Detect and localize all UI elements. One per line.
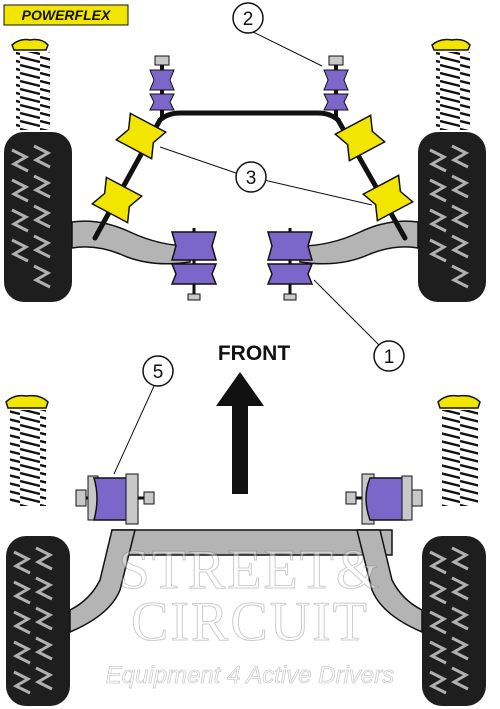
front-right-drop-link: [323, 55, 349, 120]
powerflex-logo: POWERFLEX: [3, 4, 129, 26]
anti-roll-bar-bush-lower-right: [361, 174, 415, 222]
anti-roll-bar-bush-lower-left: [90, 176, 144, 224]
svg-text:1: 1: [384, 347, 395, 368]
svg-text:5: 5: [153, 362, 164, 383]
svg-text:STREET&: STREET&: [119, 539, 382, 601]
rear-beam-axle: [69, 529, 423, 634]
front-arm-rear-bush-left: [170, 228, 218, 301]
callout-5: 5: [113, 355, 174, 475]
front-arrow-icon: [216, 372, 264, 494]
rear-beam-mount-bush-left: [75, 473, 155, 525]
anti-roll-bar-bush-upper-right: [333, 114, 387, 162]
callout-2: 2: [232, 2, 323, 67]
street-circuit-watermark: STREET& CIRCUIT Equipment 4 Active Drive…: [105, 539, 395, 690]
rear-left-spring: [5, 394, 49, 506]
rear-left-wheel: [6, 536, 70, 706]
callout-1: 1: [313, 279, 405, 372]
svg-text:3: 3: [246, 168, 257, 189]
front-right-spring: [431, 38, 471, 130]
front-left-drop-link: [149, 55, 175, 120]
callout-3: 3: [159, 146, 373, 206]
svg-text:2: 2: [243, 9, 254, 30]
front-right-wheel: [418, 132, 486, 302]
svg-text:FRONT: FRONT: [218, 342, 290, 365]
svg-text:CIRCUIT: CIRCUIT: [131, 591, 369, 653]
front-left-spring: [11, 38, 50, 130]
rear-right-spring: [437, 394, 481, 506]
front-left-wheel: [4, 132, 72, 302]
anti-roll-bar-bush-upper-left: [114, 112, 168, 160]
front-arm-rear-bush-right: [266, 228, 314, 301]
rear-beam-mount-bush-right: [345, 473, 423, 525]
front-left-lower-arm: [71, 220, 191, 265]
front-direction-indicator: FRONT: [216, 342, 290, 494]
rear-right-wheel: [422, 536, 486, 706]
svg-text:Equipment 4 Active Drivers: Equipment 4 Active Drivers: [106, 662, 395, 689]
front-right-lower-arm: [299, 220, 419, 265]
svg-text:POWERFLEX: POWERFLEX: [22, 7, 112, 23]
